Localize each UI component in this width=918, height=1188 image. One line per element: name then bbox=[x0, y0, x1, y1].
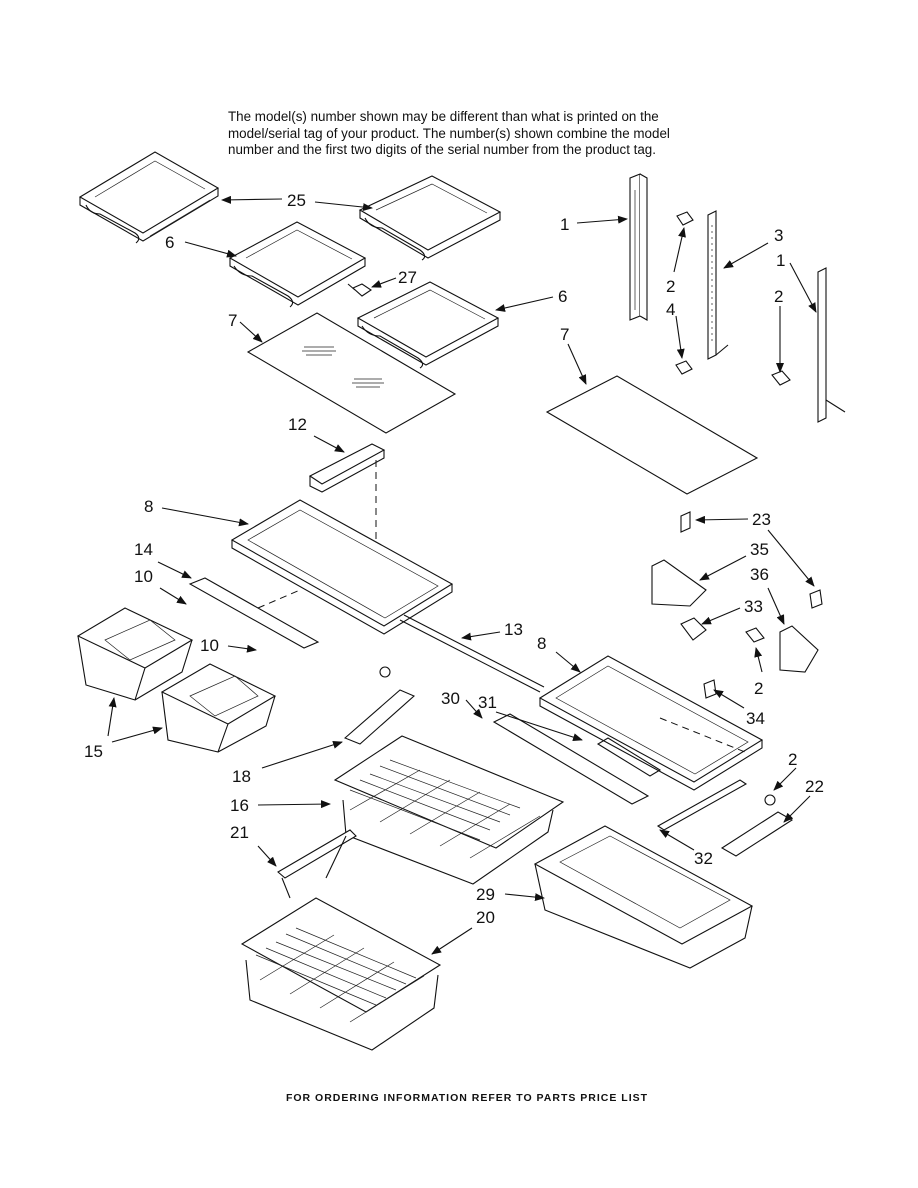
dashed-guide-14 bbox=[257, 589, 301, 609]
note-line-2: model/serial tag of your product. The nu… bbox=[228, 125, 670, 141]
callout-6: 6 bbox=[165, 233, 174, 252]
glass-shelf-7-right bbox=[545, 375, 759, 495]
callout-8: 8 bbox=[144, 497, 153, 516]
shelf-6-right bbox=[356, 281, 500, 369]
cover-14 bbox=[188, 577, 320, 649]
callout-13: 13 bbox=[504, 620, 523, 639]
callout-2: 2 bbox=[774, 287, 783, 306]
callout-12: 12 bbox=[288, 415, 307, 434]
callout-32: 32 bbox=[694, 849, 713, 868]
callout-6: 6 bbox=[558, 287, 567, 306]
callout-34: 34 bbox=[746, 709, 765, 728]
screw-27 bbox=[347, 283, 372, 297]
note-line-3: number and the first two digits of the s… bbox=[228, 142, 656, 157]
wire-basket-16 bbox=[333, 735, 565, 885]
shelf-25-left bbox=[78, 151, 220, 244]
callout-21: 21 bbox=[230, 823, 249, 842]
callout-7: 7 bbox=[560, 325, 569, 344]
callout-22: 22 bbox=[805, 777, 824, 796]
callout-35: 35 bbox=[750, 540, 769, 559]
crisper-drawer-15-bottom bbox=[160, 663, 277, 753]
divider-21 bbox=[277, 829, 357, 899]
callout-4: 4 bbox=[666, 300, 675, 319]
callout-27: 27 bbox=[398, 268, 417, 287]
crisper-frame-8-left bbox=[230, 499, 454, 635]
callout-36: 36 bbox=[750, 565, 769, 584]
callout-2: 2 bbox=[788, 750, 797, 769]
callout-1: 1 bbox=[560, 215, 569, 234]
screw-2-mid bbox=[745, 627, 765, 643]
bracket-22 bbox=[720, 794, 794, 857]
footer-text: FOR ORDERING INFORMATION REFER TO PARTS … bbox=[285, 1092, 649, 1104]
shelf-25-right bbox=[358, 175, 502, 261]
bracket-32 bbox=[656, 779, 748, 831]
callout-20: 20 bbox=[476, 908, 495, 927]
shelf-6-left bbox=[228, 221, 367, 308]
callout-8: 8 bbox=[537, 634, 546, 653]
slide-12 bbox=[308, 443, 386, 493]
rail-1-left bbox=[629, 173, 648, 321]
callout-29: 29 bbox=[476, 885, 495, 904]
clip-33 bbox=[680, 617, 707, 641]
callout-14: 14 bbox=[134, 540, 153, 559]
bracket-35 bbox=[651, 559, 707, 607]
crisper-drawer-15-top bbox=[76, 607, 194, 701]
wire-basket-20 bbox=[240, 897, 442, 1051]
clip-23 bbox=[680, 511, 823, 609]
screws-2-4 bbox=[675, 211, 791, 386]
ordering-footer: FOR ORDERING INFORMATION REFER TO PARTS … bbox=[0, 1092, 918, 1104]
leader-arrows bbox=[107, 195, 817, 955]
bracket-36 bbox=[779, 625, 819, 673]
divider-18 bbox=[343, 666, 416, 745]
rail-1-right bbox=[817, 267, 846, 423]
callout-25: 25 bbox=[287, 191, 306, 210]
note-line-1: The model(s) number shown may be differe… bbox=[228, 109, 659, 124]
callout-7: 7 bbox=[228, 311, 237, 330]
crisper-frame-8-right bbox=[538, 655, 764, 791]
deli-drawer-29 bbox=[533, 825, 754, 969]
callout-18: 18 bbox=[232, 767, 251, 786]
clip-34 bbox=[703, 679, 717, 699]
callout-3: 3 bbox=[774, 226, 783, 245]
dashed-guide-8 bbox=[659, 717, 746, 753]
callout-2: 2 bbox=[754, 679, 763, 698]
callout-labels: 25 6 27 6 7 7 1 2 4 3 1 2 12 8 14 10 10 … bbox=[84, 191, 824, 927]
callout-10: 10 bbox=[134, 567, 153, 586]
callout-15: 15 bbox=[84, 742, 103, 761]
cover-30-31 bbox=[492, 713, 662, 805]
rod-13 bbox=[399, 614, 545, 693]
callout-2: 2 bbox=[666, 277, 675, 296]
callout-30: 30 bbox=[441, 689, 460, 708]
callout-31: 31 bbox=[478, 693, 497, 712]
callout-1: 1 bbox=[776, 251, 785, 270]
model-number-note: The model(s) number shown may be differe… bbox=[228, 109, 708, 159]
callout-23: 23 bbox=[752, 510, 771, 529]
rail-3 bbox=[707, 210, 729, 360]
callout-10: 10 bbox=[200, 636, 219, 655]
callout-16: 16 bbox=[230, 796, 249, 815]
glass-shelf-7-left bbox=[246, 312, 457, 434]
callout-33: 33 bbox=[744, 597, 763, 616]
